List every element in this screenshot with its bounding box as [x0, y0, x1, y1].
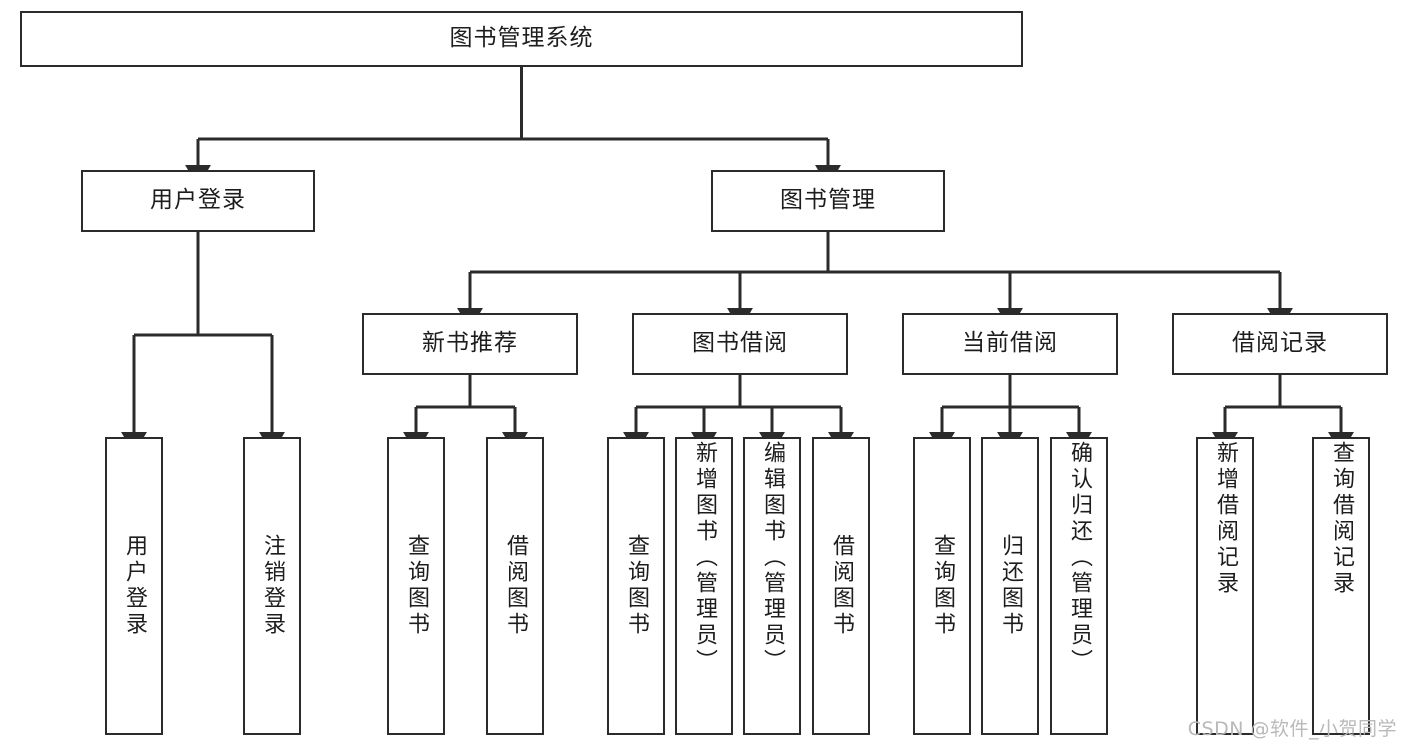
- node-label-leaf-user-login: 用户登录: [122, 534, 147, 638]
- node-root: 图书管理系统: [20, 11, 1023, 67]
- node-leaf-bor-borrow: 借阅图书: [812, 437, 870, 735]
- node-leaf-user-logout: 注销登录: [243, 437, 301, 735]
- node-label-leaf-bor-add: 新增图书（管理员）: [692, 441, 717, 675]
- node-label-leaf-user-logout: 注销登录: [260, 534, 285, 638]
- node-leaf-cur-query: 查询图书: [913, 437, 971, 735]
- node-label-leaf-bor-edit: 编辑图书（管理员）: [760, 441, 785, 675]
- node-label-leaf-new-borrow: 借阅图书: [503, 534, 528, 638]
- node-label-root: 图书管理系统: [449, 25, 594, 52]
- node-current: 当前借阅: [902, 313, 1118, 375]
- node-label-leaf-cur-return: 归还图书: [998, 534, 1023, 638]
- node-newbook: 新书推荐: [362, 313, 578, 375]
- node-leaf-rec-query: 查询借阅记录: [1312, 437, 1370, 735]
- node-label-leaf-new-query: 查询图书: [404, 534, 429, 638]
- node-bookmgmt: 图书管理: [711, 170, 945, 232]
- node-leaf-user-login: 用户登录: [105, 437, 163, 735]
- watermark-credit: CSDN @软件_小贺同学: [1187, 718, 1397, 740]
- node-borrow: 图书借阅: [632, 313, 848, 375]
- node-label-leaf-bor-query: 查询图书: [624, 534, 649, 638]
- node-label-current: 当前借阅: [962, 330, 1058, 357]
- node-leaf-cur-confirm: 确认归还（管理员）: [1050, 437, 1108, 735]
- node-leaf-rec-add: 新增借阅记录: [1196, 437, 1254, 735]
- node-label-leaf-cur-query: 查询图书: [930, 534, 955, 638]
- edge-group: [121, 67, 1354, 454]
- node-leaf-bor-add: 新增图书（管理员）: [675, 437, 733, 735]
- node-label-records: 借阅记录: [1232, 330, 1328, 357]
- node-label-leaf-cur-confirm: 确认归还（管理员）: [1067, 441, 1092, 675]
- node-leaf-new-query: 查询图书: [387, 437, 445, 735]
- node-label-borrow: 图书借阅: [692, 330, 788, 357]
- node-leaf-bor-edit: 编辑图书（管理员）: [743, 437, 801, 735]
- node-label-login: 用户登录: [150, 187, 246, 214]
- node-records: 借阅记录: [1172, 313, 1388, 375]
- node-login: 用户登录: [81, 170, 315, 232]
- node-label-leaf-rec-query: 查询借阅记录: [1329, 441, 1354, 597]
- node-leaf-new-borrow: 借阅图书: [486, 437, 544, 735]
- node-leaf-cur-return: 归还图书: [981, 437, 1039, 735]
- node-label-bookmgmt: 图书管理: [780, 187, 876, 214]
- node-label-leaf-rec-add: 新增借阅记录: [1213, 441, 1238, 597]
- node-label-newbook: 新书推荐: [422, 330, 518, 357]
- node-leaf-bor-query: 查询图书: [607, 437, 665, 735]
- node-label-leaf-bor-borrow: 借阅图书: [829, 534, 854, 638]
